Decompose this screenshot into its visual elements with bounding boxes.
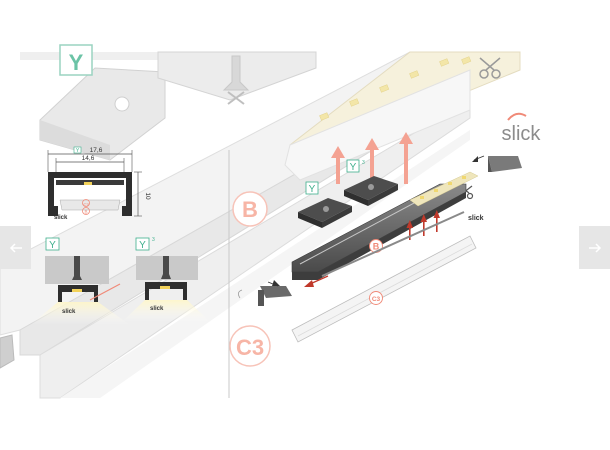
brand-logo-small: slick: [62, 309, 76, 315]
svg-text:slick: slick: [502, 123, 542, 145]
svg-text:C3: C3: [83, 202, 89, 207]
y-badge-large: Y: [59, 44, 93, 76]
svg-text:Y: Y: [350, 162, 357, 173]
svg-text:Y: Y: [309, 184, 316, 195]
svg-text:Y: Y: [49, 240, 56, 251]
insert-arrows-large: [331, 132, 413, 184]
dimension-inner-width: 14,6: [82, 155, 95, 162]
svg-text:Y: Y: [76, 148, 80, 154]
brand-logo-small: slick: [468, 215, 484, 222]
brand-logo-large: slick: [502, 112, 542, 145]
end-cap-right: [472, 155, 522, 172]
svg-text:C3: C3: [372, 296, 381, 303]
dimension-outer-width: 17,6: [90, 147, 103, 154]
diffuser-c3: C3: [291, 235, 477, 343]
svg-text:B: B: [84, 210, 87, 215]
arrow-left-icon: [9, 242, 22, 253]
arrow-right-icon: [588, 242, 601, 253]
brand-logo-small: slick: [54, 215, 68, 221]
end-cap-left: [238, 280, 292, 306]
profile-b-assembly: B slick: [291, 171, 484, 287]
fixing-rod: [321, 211, 465, 277]
svg-text:3: 3: [362, 160, 365, 166]
scissors-icon: [479, 57, 501, 79]
mounting-detail-1: Y slick: [30, 237, 130, 325]
svg-text:C3: C3: [236, 335, 264, 360]
dimension-height: 10: [144, 192, 151, 200]
svg-text:Y: Y: [139, 240, 146, 251]
svg-text:B: B: [373, 242, 380, 252]
brand-logo-small: slick: [150, 306, 164, 312]
svg-text:B: B: [242, 197, 258, 222]
next-image-button[interactable]: [579, 226, 610, 269]
svg-text:3: 3: [152, 237, 155, 243]
previous-image-button[interactable]: [0, 226, 31, 269]
section-label-b-large: B: [232, 191, 268, 227]
section-label-c3-large: C3: [229, 325, 271, 367]
mounting-detail-2: Y 3 slick: [122, 237, 210, 322]
mounting-clips: Y Y 3: [298, 159, 398, 228]
svg-text:Y: Y: [69, 50, 84, 75]
profile-cross-section: Y 17,6 14,6 10 C3 B slick: [47, 146, 151, 221]
